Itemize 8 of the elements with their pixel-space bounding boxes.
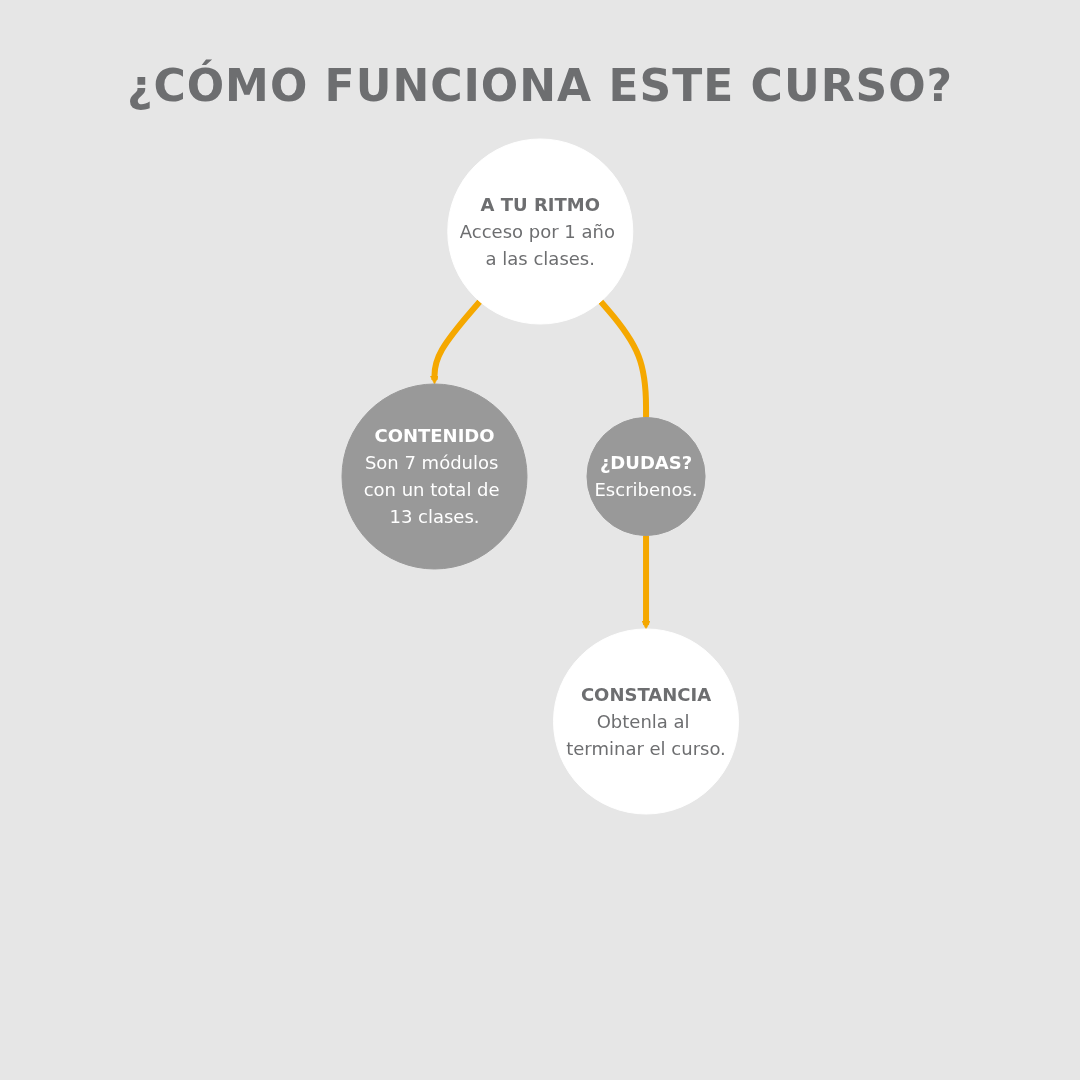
node-circle: A TU RITMO Acceso por 1 año a las clases.	[447, 138, 633, 325]
arrow	[641, 535, 651, 630]
node-circle: CONTENIDO Son 7 módulos con un total de 13 clases.	[341, 383, 528, 570]
title: ¿CÓMO FUNCIONA ESTE CURSO?	[125, 60, 955, 111]
arrow	[429, 299, 482, 385]
connector	[598, 299, 649, 418]
node-circle: CONSTANCIA Obtenla al terminar el curso.	[552, 628, 739, 815]
node-circle: ¿DUDAS? Escribenos.	[586, 416, 706, 537]
